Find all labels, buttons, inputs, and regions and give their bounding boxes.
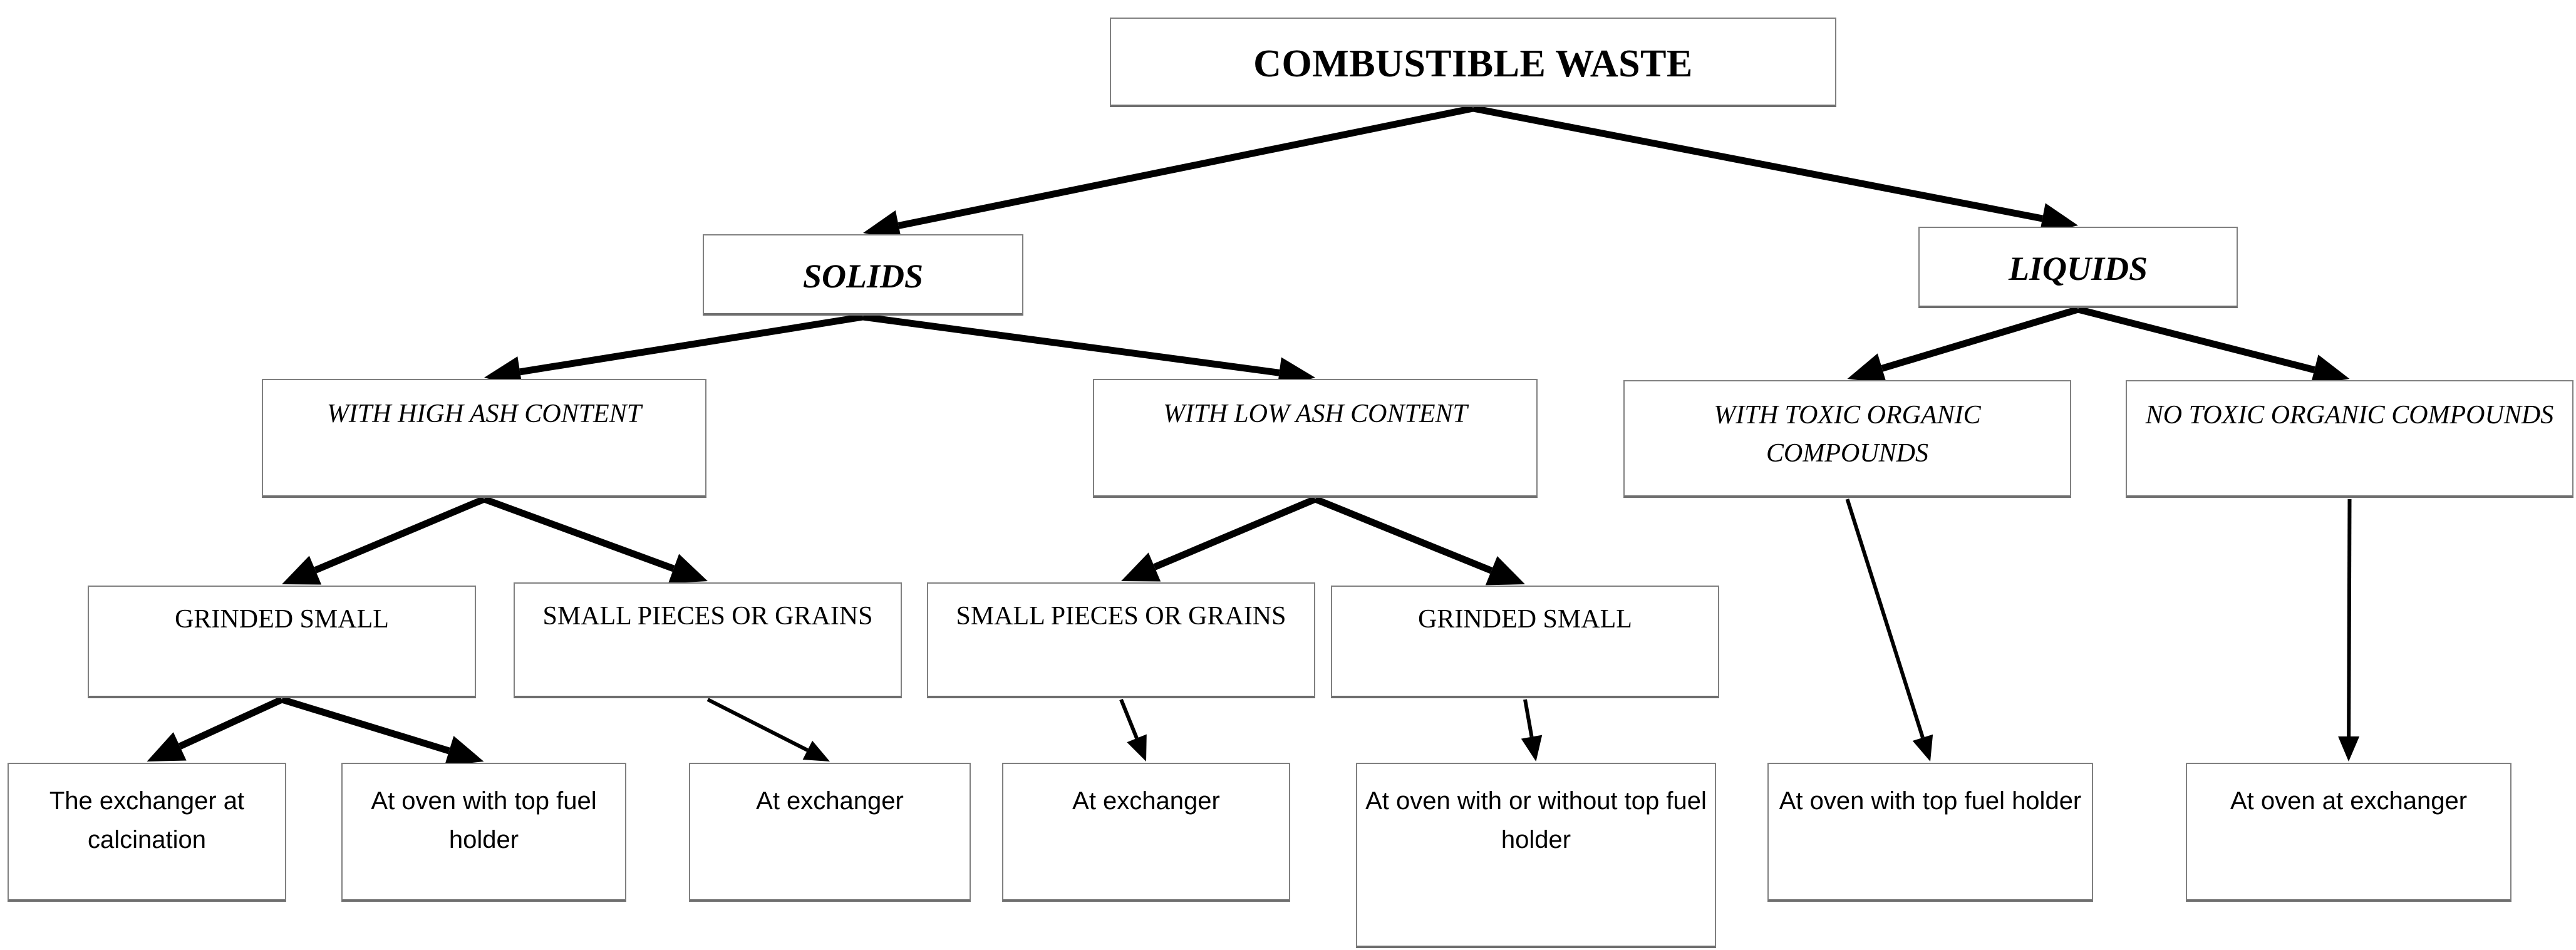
edge-toxic-to-oven-top [1845, 498, 1933, 762]
arrowhead-pieces2-to-exchanger [1127, 734, 1147, 762]
edge-line-pieces1-to-exchanger [706, 698, 809, 752]
edge-root-to-liquids [1472, 105, 2078, 234]
edge-line-grinded1-to-oven-top [281, 696, 450, 755]
node-label-low-ash: WITH LOW ASH CONTENT [1163, 400, 1467, 428]
node-grinded-small-2[interactable]: GRINDED SMALL [1331, 586, 1719, 698]
arrowhead-high-ash-to-pieces [668, 554, 708, 584]
node-high-ash[interactable]: WITH HIGH ASH CONTENT [262, 379, 706, 498]
node-label-small-pieces-1: SMALL PIECES OR GRAINS [542, 602, 873, 631]
node-toxic-organic[interactable]: WITH TOXIC ORGANIC COMPOUNDS [1623, 380, 2071, 498]
node-label-leaf-oven-top-fuel-holder-2: At oven with top fuel holder [1779, 787, 2082, 815]
edge-line-solids-to-high-ash [519, 313, 864, 376]
node-label-grinded-small-2: GRINDED SMALL [1418, 605, 1632, 634]
edge-high-ash-to-pieces [483, 495, 708, 584]
edge-liquids-to-no-toxic [2077, 306, 2350, 385]
node-label-leaf-oven-with-or-without: At oven with or without top fuel holder [1365, 787, 1707, 854]
arrowhead-pieces1-to-exchanger [802, 740, 830, 762]
arrowhead-grinded2-to-oven-or [1521, 735, 1543, 762]
node-label-liquids: LIQUIDS [2008, 250, 2148, 287]
edge-line-liquids-to-toxic [1881, 306, 2079, 372]
node-leaf-at-exchanger-2[interactable]: At exchanger [1002, 763, 1290, 902]
node-no-toxic-organic[interactable]: NO TOXIC ORGANIC COMPOUNDS [2126, 380, 2573, 498]
edge-line-high-ash-to-grinded [314, 495, 486, 574]
arrowhead-grinded1-to-calcination [147, 732, 187, 762]
arrowhead-toxic-to-oven-top [1912, 734, 1933, 762]
edge-grinded2-to-oven-or [1521, 699, 1543, 762]
edge-line-low-ash-to-grinded [1313, 495, 1493, 574]
node-label-grinded-small-1: GRINDED SMALL [175, 605, 389, 634]
node-label-no-toxic-organic: NO TOXIC ORGANIC COMPOUNDS [2145, 401, 2554, 430]
node-solids[interactable]: SOLIDS [703, 234, 1023, 316]
node-label-leaf-oven-at-exchanger: At oven at exchanger [2230, 787, 2468, 815]
node-label-high-ash: WITH HIGH ASH CONTENT [326, 400, 642, 428]
edge-low-ash-to-pieces [1121, 495, 1317, 582]
edge-line-liquids-to-no-toxic [2077, 306, 2315, 373]
edge-low-ash-to-grinded [1313, 495, 1525, 586]
node-small-pieces-2[interactable]: SMALL PIECES OR GRAINS [927, 582, 1315, 698]
node-leaf-exchanger-calcination[interactable]: The exchanger at calcination [8, 763, 286, 902]
edge-no-toxic-to-oven-exchanger [2338, 498, 2360, 762]
node-low-ash[interactable]: WITH LOW ASH CONTENT [1093, 379, 1538, 498]
node-grinded-small-1[interactable]: GRINDED SMALL [88, 586, 476, 698]
node-label-solids: SOLIDS [802, 257, 924, 295]
edge-line-solids-to-low-ash [862, 313, 1280, 376]
edge-pieces1-to-exchanger [706, 698, 830, 762]
arrowhead-low-ash-to-pieces [1121, 552, 1161, 582]
arrowhead-high-ash-to-grinded [282, 555, 322, 585]
node-small-pieces-1[interactable]: SMALL PIECES OR GRAINS [514, 582, 902, 698]
node-leaf-oven-at-exchanger[interactable]: At oven at exchanger [2186, 763, 2511, 902]
node-label-small-pieces-2: SMALL PIECES OR GRAINS [956, 602, 1286, 631]
edge-line-grinded2-to-oven-or [1523, 699, 1534, 738]
node-leaf-at-exchanger-1[interactable]: At exchanger [689, 763, 971, 902]
arrowhead-low-ash-to-grinded [1485, 556, 1525, 586]
edge-line-high-ash-to-pieces [483, 495, 675, 572]
edge-line-pieces2-to-exchanger [1119, 698, 1139, 740]
arrowhead-grinded1-to-oven-top [444, 736, 484, 766]
edge-grinded1-to-oven-top [281, 696, 484, 766]
node-label-root: COMBUSTIBLE WASTE [1253, 43, 1693, 85]
node-label-leaf-oven-top-fuel-holder-1: At oven with top fuel holder [371, 787, 597, 854]
node-label-leaf-at-exchanger-2: At exchanger [1072, 787, 1220, 815]
arrowhead-liquids-to-toxic [1847, 353, 1887, 384]
edge-liquids-to-toxic [1847, 306, 2079, 384]
edge-solids-to-low-ash [862, 313, 1315, 389]
edge-line-root-to-liquids [1472, 105, 2044, 222]
node-label-leaf-at-exchanger-1: At exchanger [756, 787, 904, 815]
edge-solids-to-high-ash [484, 313, 864, 388]
node-label-leaf-exchanger-calcination: The exchanger at calcination [49, 787, 245, 854]
edge-high-ash-to-grinded [282, 495, 486, 585]
edge-line-low-ash-to-pieces [1153, 495, 1317, 571]
edge-line-root-to-solids [897, 105, 1474, 229]
edge-pieces2-to-exchanger [1119, 698, 1147, 762]
node-liquids[interactable]: LIQUIDS [1918, 227, 2238, 308]
edge-line-grinded1-to-calcination [178, 696, 284, 750]
edge-root-to-solids [863, 105, 1474, 241]
node-root[interactable]: COMBUSTIBLE WASTE [1110, 18, 1836, 107]
edge-line-toxic-to-oven-top [1845, 498, 1925, 738]
node-leaf-oven-with-or-without[interactable]: At oven with or without top fuel holder [1356, 763, 1716, 948]
edge-grinded1-to-calcination [147, 696, 284, 762]
arrowhead-no-toxic-to-oven-exchanger [2338, 736, 2360, 762]
node-leaf-oven-top-fuel-holder-2[interactable]: At oven with top fuel holder [1767, 763, 2093, 902]
node-leaf-oven-top-fuel-holder-1[interactable]: At oven with top fuel holder [341, 763, 626, 902]
node-label-toxic-organic: WITH TOXIC ORGANIC COMPOUNDS [1714, 401, 1981, 468]
